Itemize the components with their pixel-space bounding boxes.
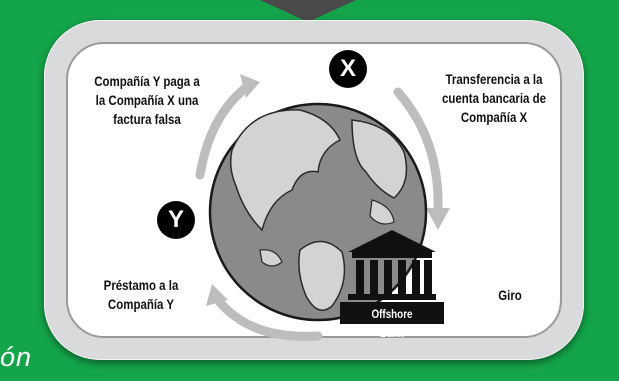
badge-y: Y [157,201,195,239]
badge-x: X [329,50,367,88]
arrow-top-right [393,87,443,215]
label-bottom-right: Giro [498,287,522,303]
partial-caption-text: ón [0,342,33,372]
arrow-bottom-head [206,284,228,306]
arrow-top-right-head [426,208,450,230]
label-bottom-left: Préstamo a la Compañía Y [103,277,179,312]
bank-icon [340,230,444,324]
arrow-top-left-head [240,74,260,98]
arrow-bottom [213,295,323,341]
top-pointer-triangle [260,0,356,22]
arrow-top-left [195,81,253,180]
bank-label: Offshore Bank [371,307,413,340]
globe-icon [208,102,428,322]
label-top-right: Transferencia a la cuenta bancaria de Co… [441,71,546,125]
label-top-left: Compañía Y paga a la Compañía X una fact… [94,73,200,127]
